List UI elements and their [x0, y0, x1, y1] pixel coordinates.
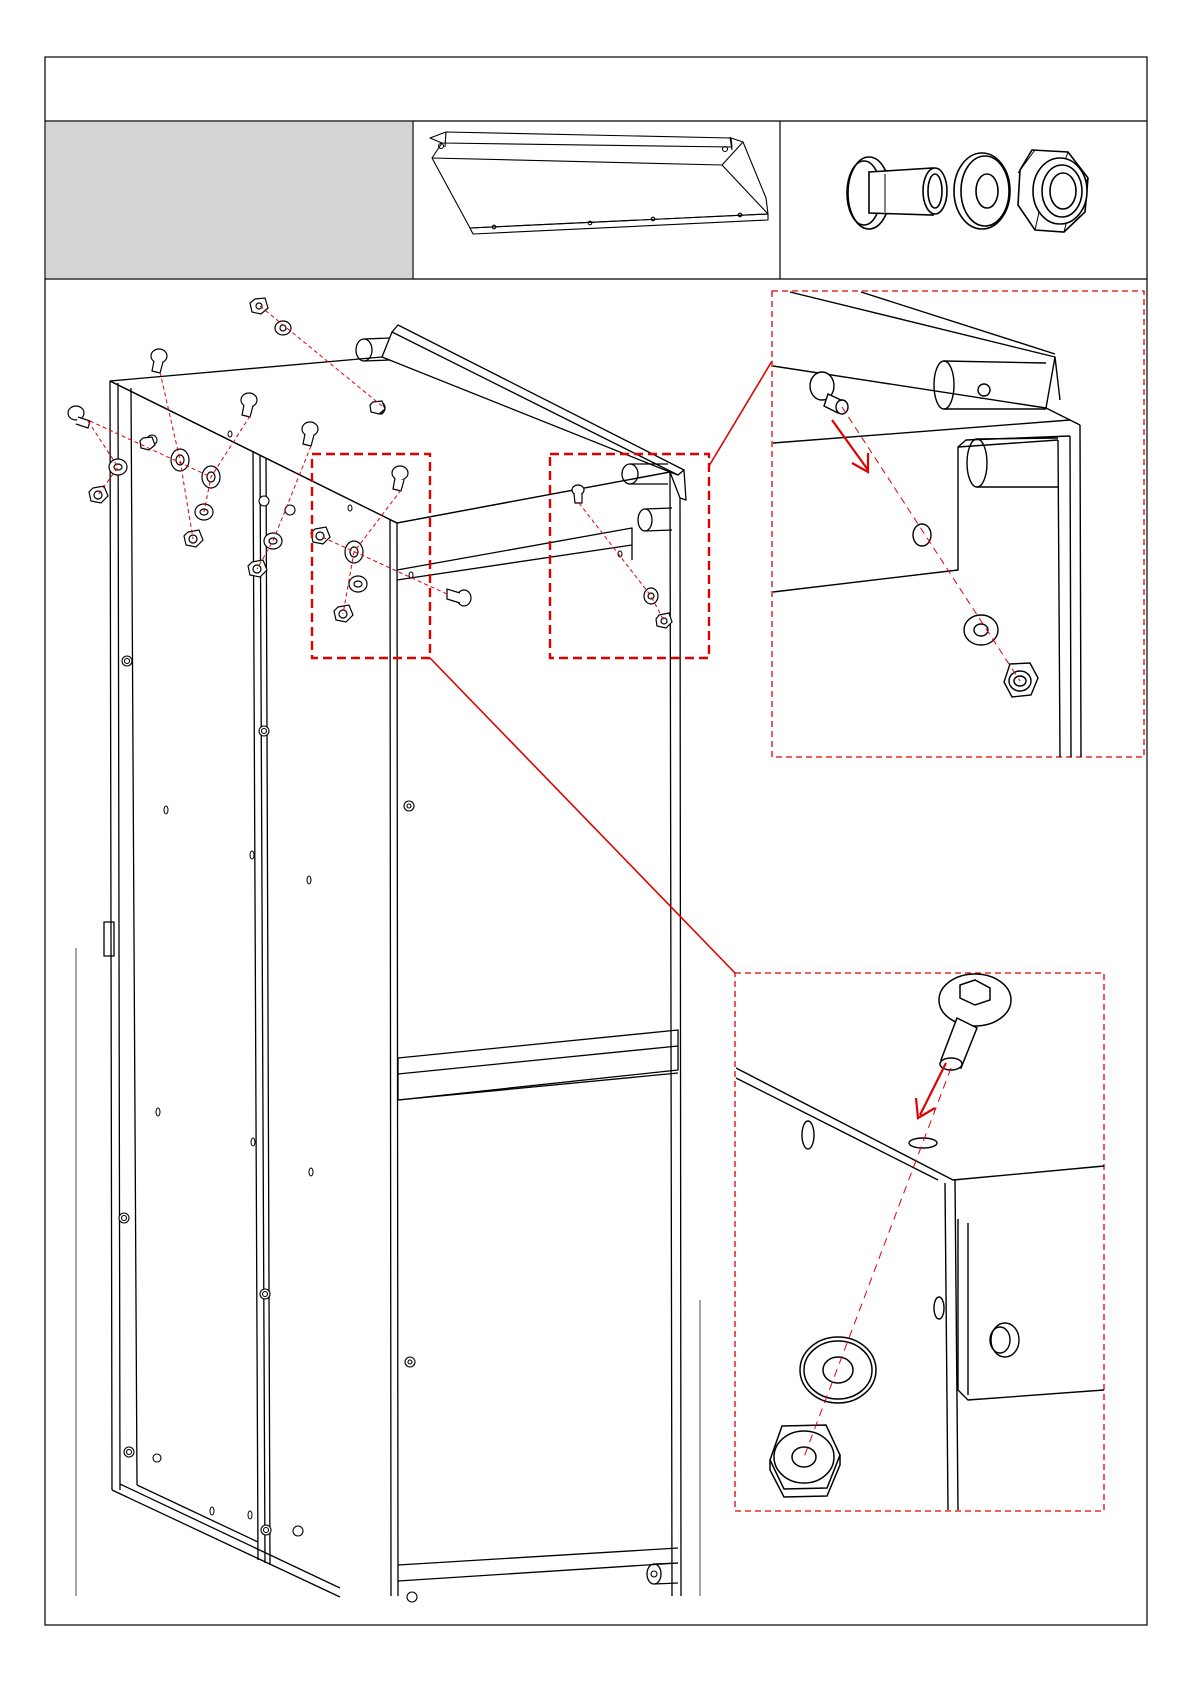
- washer-part-illustration: [954, 153, 1010, 229]
- bottom-rail: [398, 1548, 678, 1581]
- bolt-a: [68, 406, 90, 428]
- cabinet-fasteners: [119, 435, 657, 1602]
- cabinet-top-panel: [110, 357, 670, 523]
- detail-view-bottom-right: [735, 973, 1104, 1511]
- right-front-upright: [390, 520, 398, 1596]
- detail-view-top-right: [772, 291, 1144, 757]
- washers: [109, 321, 658, 604]
- exploded-hardware: [68, 298, 672, 628]
- step-number-panel: [46, 122, 412, 278]
- center-upright: [253, 451, 270, 1565]
- cabinet-assembly: [76, 325, 700, 1597]
- bolt-d: [302, 422, 318, 446]
- source-box-left: [312, 454, 430, 658]
- middle-shelf-rail: [398, 1030, 678, 1074]
- bolt-b: [151, 349, 167, 373]
- front-cross-rail-upper: [397, 528, 632, 570]
- bolt-c: [241, 393, 257, 417]
- bracket-part-illustration: [430, 132, 768, 234]
- bolt-part-illustration: [847, 157, 947, 229]
- bolt-e: [392, 466, 408, 491]
- cabinet-right-panel: [397, 472, 672, 1596]
- bolt-g: [572, 485, 584, 503]
- nut-part-illustration: [1018, 150, 1088, 232]
- bolt-f: [447, 589, 471, 606]
- cabinet-small-holes: [156, 431, 622, 1519]
